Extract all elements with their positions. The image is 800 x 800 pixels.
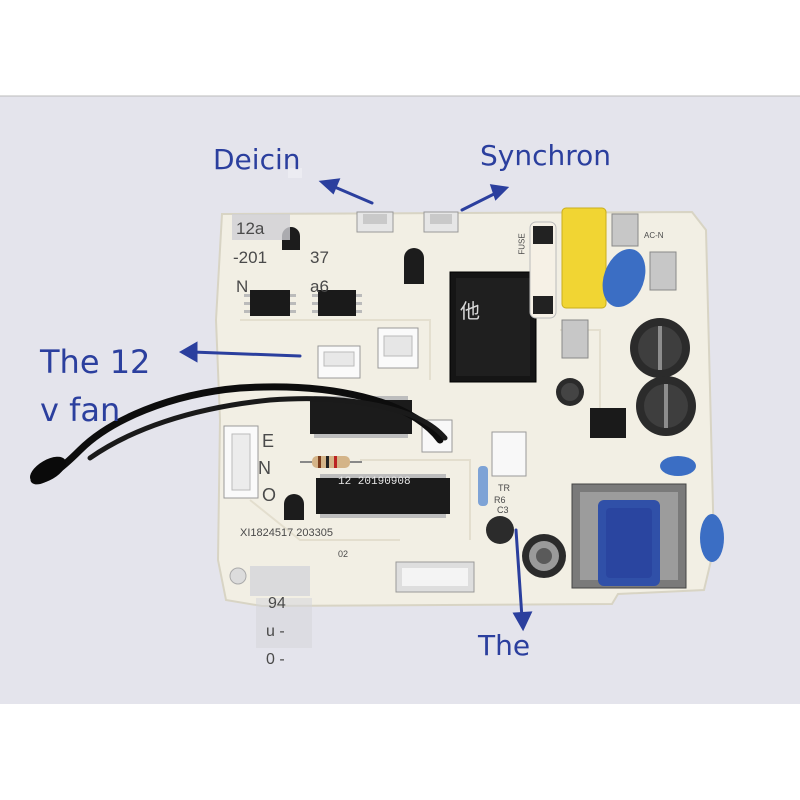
mounting-hole [229,567,247,585]
synchron-label: Synchron [480,139,612,172]
fuse [529,221,557,319]
power-ic [590,408,626,438]
board-text: N [258,458,271,478]
temperature-sensor-wire [29,383,448,485]
electrolytic-capacitor [522,534,566,578]
transformer-label: The [478,629,531,662]
ceramic-capacitor [700,514,724,562]
board-text: N [236,277,249,296]
board-text: 02 [338,549,349,559]
resistor [300,456,362,468]
board-text: O [262,485,277,505]
board-text: 0 - [266,651,285,668]
ac-terminal [611,213,639,247]
sensor-connector [491,431,527,477]
chip-marking: 12 20190908 [338,476,411,488]
electrolytic-capacitor [636,376,696,436]
transistor [284,494,304,520]
board-text: C3 [497,505,509,515]
board-text: a6 [310,277,329,296]
fuse-marking: FUSE [517,233,527,255]
transformer [571,483,687,589]
resistor [478,466,488,506]
electrolytic-capacitor [556,378,584,406]
optocoupler [312,290,362,316]
board-text: E [262,431,275,451]
varistor [602,248,646,308]
fan-label-line2: v fan [40,391,121,429]
ac-terminal [561,319,589,359]
board-text: AC-N [644,231,664,240]
optocoupler [244,290,296,316]
electrolytic-capacitor [486,516,514,544]
transistor [404,248,424,284]
deicing-label: Deicin [213,143,301,176]
board-text: TR [498,483,510,493]
board-text: 12a [236,219,265,238]
serial-number: XI1824517 203305 [240,527,333,539]
x-capacitor [561,207,607,309]
ac-terminal [649,251,677,291]
arrow-icon [178,178,533,632]
electrolytic-capacitor [630,318,690,378]
relay-marking: 他 [460,301,480,323]
board-text: -201 [233,248,268,267]
ceramic-capacitor [660,456,696,476]
board-text: 37 [310,248,329,267]
microcontroller [316,474,450,518]
board-text: R6 [494,495,506,505]
fan-label-line1: The 12 [40,343,151,381]
board-text: u - [266,623,285,640]
board-text: 94 [268,595,286,612]
